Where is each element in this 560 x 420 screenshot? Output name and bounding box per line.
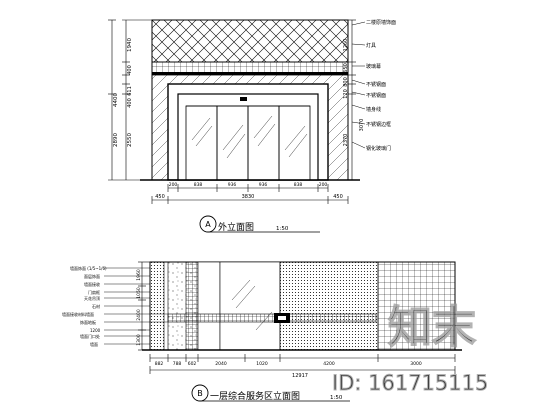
bottom-dim-b-1: 882 <box>155 361 164 367</box>
right-dim-1260: 1260 <box>343 39 349 52</box>
right-dim-800: 800 <box>343 77 349 87</box>
callout-b-7: 墙面接收材料墙面 <box>62 311 94 317</box>
left-dim-b-3: 2400 <box>136 309 142 321</box>
dark-band <box>152 72 348 75</box>
callout-b-2: 面层饰面 <box>84 273 100 279</box>
bottom-dim-a-1: 200 <box>169 182 178 188</box>
callout-b-1: 墙面饰面 (1/5~1/6) <box>70 265 107 271</box>
callout-a-5: 不锈钢面 <box>366 92 386 99</box>
callout-a-3: 玻璃幕 <box>366 63 381 70</box>
panel-b-black-column <box>185 261 199 351</box>
watermark: 知末 ID: 161715115 <box>332 301 489 395</box>
left-dim-1940: 1940 <box>127 38 133 52</box>
callout-leaders-b <box>104 267 168 345</box>
callout-a-8: 钢化玻璃门 <box>366 145 391 152</box>
left-dim-b-2: 1050 <box>136 287 142 299</box>
callout-b-9: 1200 <box>90 328 101 333</box>
left-dim-4400: 4400 <box>113 93 119 107</box>
stone-band-top <box>151 19 349 63</box>
title-a-number: A <box>205 220 211 229</box>
left-dim-b-4: 1300 <box>136 334 142 346</box>
panel-b-glass <box>219 261 281 351</box>
right-dim-650: 650 <box>343 63 349 73</box>
bottom-dimension-a <box>151 184 349 204</box>
left-dim-611: 611 <box>127 86 133 96</box>
left-dim-2890: 2890 <box>113 133 119 147</box>
bottom-dim-a-2: 838 <box>194 182 203 188</box>
left-dimension-a <box>108 19 152 181</box>
bottom-dim-a-4: 936 <box>259 182 268 188</box>
right-dim-2370: 2370 <box>343 134 349 147</box>
callout-b-5: 天花吊顶 <box>84 295 100 301</box>
callout-leaders-a <box>351 21 366 149</box>
right-dim-120: 120 <box>343 89 349 99</box>
elevation-b: 1960 1050 2400 1300 墙面饰面 (1/5~1/6) 面层饰面 … <box>62 261 462 402</box>
overall-dim-b: 12917 <box>292 373 308 379</box>
panel-b-grid <box>377 261 456 351</box>
title-a-scale: 1:50 <box>276 226 289 232</box>
bottom-dim-b-6: 4200 <box>323 361 335 367</box>
left-dim-b-1: 1960 <box>136 269 142 281</box>
bottom-dim-a-5: 838 <box>294 182 303 188</box>
title-b-text: 一层综合服务区立面图 <box>210 390 300 402</box>
title-b-scale: 1:50 <box>330 395 343 401</box>
bottom-dim-b-7: 3000 <box>410 361 422 367</box>
left-dim-2550: 2550 <box>127 133 133 147</box>
panel-b-dots-left <box>149 261 165 351</box>
title-b-number: B <box>197 389 203 398</box>
title-a-text: 外立面图 <box>218 221 254 233</box>
panel-b-dots-main <box>279 261 379 351</box>
callout-a-4: 不锈钢面 <box>366 81 386 88</box>
callout-a-7: 不锈钢边框 <box>366 121 391 128</box>
left-dim-400: 400 <box>127 65 133 75</box>
callout-b-6: 石材 <box>92 303 100 309</box>
callout-b-8: 饰面地板 <box>80 319 96 325</box>
left-dim-400b: 400 <box>127 98 133 108</box>
callout-a-1: 二楼原墙饰面 <box>366 19 396 26</box>
bottom-dimension-b <box>149 354 456 374</box>
callout-a-2: 灯具 <box>366 42 376 49</box>
right-dim-3070: 3070 <box>359 119 365 132</box>
glass-reflections <box>191 115 308 159</box>
bottom-dim-b-4: 2040 <box>215 361 227 367</box>
elevation-a: 1940 400 611 400 2550 4400 2890 1260 650… <box>108 19 396 233</box>
service-counter-band <box>167 313 377 323</box>
callout-a-6: 墙身线 <box>366 106 381 113</box>
right-dimension-a <box>348 19 356 181</box>
callout-b-11: 墙面 <box>90 341 98 347</box>
callout-b-3: 墙面接收 <box>84 281 100 287</box>
title-b: B 一层综合服务区立面图 1:50 <box>191 384 350 402</box>
bottom-dim-b-2: 788 <box>173 361 182 367</box>
bottom-dim-b-5: 1020 <box>256 361 268 367</box>
overall-dim-a-3: 450 <box>333 194 343 200</box>
overall-dim-a-2: 3830 <box>242 194 255 200</box>
door-sign <box>240 97 247 101</box>
title-a: A 外立面图 1:50 <box>199 215 320 233</box>
overall-dim-a-1: 450 <box>155 194 165 200</box>
callout-b-10: 墙面门口处 <box>80 333 100 339</box>
bottom-dim-a-6: 200 <box>319 182 328 188</box>
watermark-id: ID: 161715115 <box>332 371 488 395</box>
watermark-brand: 知末 <box>388 302 476 353</box>
bottom-dim-a-3: 936 <box>228 182 237 188</box>
bottom-dim-b-3: 602 <box>188 361 197 367</box>
panel-b-plain <box>197 261 221 351</box>
service-counter-sign-inner <box>278 316 286 320</box>
callout-b-4: 门扇框 <box>88 289 100 295</box>
